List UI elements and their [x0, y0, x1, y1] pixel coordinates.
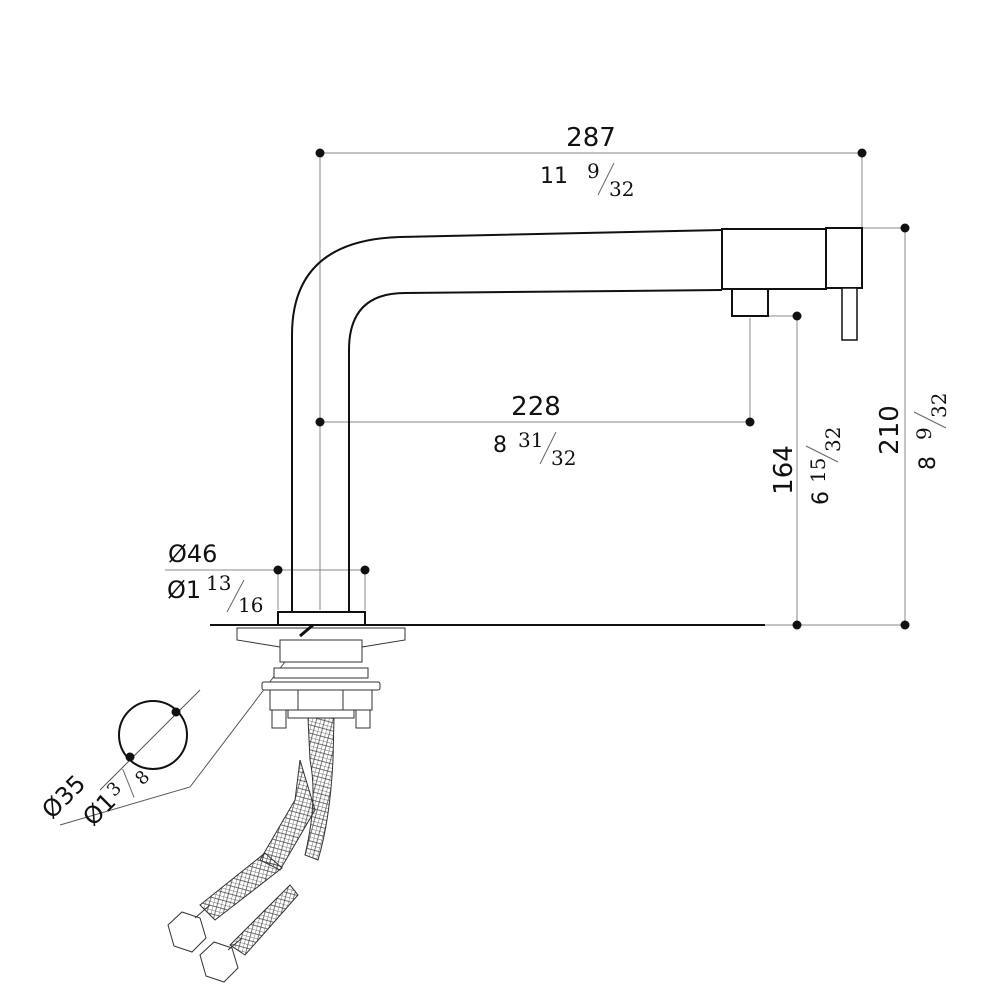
- svg-text:11: 11: [540, 164, 568, 189]
- mounting-kit: [167, 623, 406, 983]
- svg-text:15: 15: [806, 458, 830, 483]
- label-overall-height: 210 8 9 32: [875, 393, 951, 470]
- svg-text:6: 6: [809, 491, 834, 505]
- svg-text:32: 32: [609, 177, 634, 201]
- svg-text:8: 8: [131, 767, 154, 790]
- svg-text:32: 32: [927, 393, 951, 418]
- svg-text:13: 13: [206, 571, 231, 595]
- svg-text:164: 164: [769, 445, 799, 495]
- svg-text:Ø1: Ø1: [167, 576, 201, 604]
- svg-text:9: 9: [587, 159, 600, 183]
- label-spout-reach: 228 8 31 32: [493, 392, 576, 470]
- svg-text:287: 287: [566, 123, 616, 153]
- label-overall-reach: 287 11 9 32: [540, 123, 634, 201]
- svg-text:228: 228: [511, 392, 561, 422]
- svg-text:Ø46: Ø46: [168, 540, 217, 568]
- faucet-spout: [210, 227, 863, 626]
- svg-text:16: 16: [238, 593, 263, 617]
- svg-text:32: 32: [551, 446, 576, 470]
- svg-text:31: 31: [518, 428, 543, 452]
- dimension-lines: [59, 152, 906, 826]
- label-base-diameter: Ø46 Ø1 13 16: [167, 540, 263, 617]
- svg-text:8: 8: [916, 456, 941, 470]
- svg-text:32: 32: [821, 427, 845, 452]
- label-spout-height: 164 6 15 32: [769, 427, 845, 505]
- dimension-dots: [125, 148, 910, 762]
- hole-circle: [118, 700, 188, 770]
- label-hole-diameter: Ø35 Ø1 3 8: [36, 767, 154, 832]
- svg-text:9: 9: [912, 427, 936, 440]
- svg-text:8: 8: [493, 433, 507, 458]
- svg-text:210: 210: [875, 405, 905, 455]
